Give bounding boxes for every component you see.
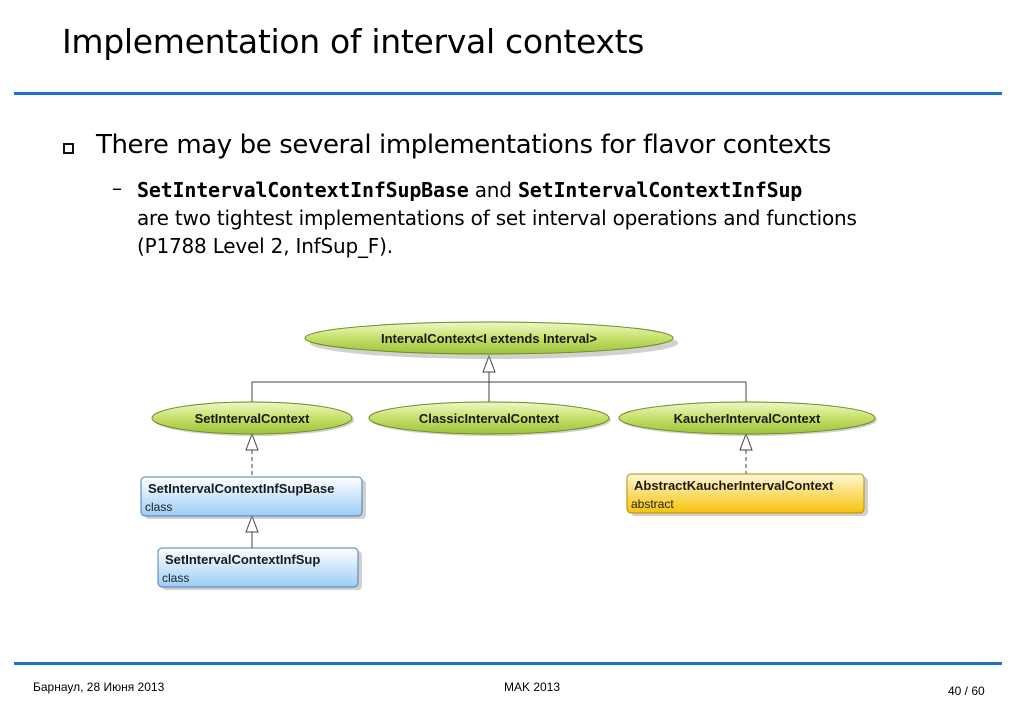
class-name-infsup: SetIntervalContextInfSup — [517, 178, 803, 202]
class-name-base: SetIntervalContextInfSupBase — [137, 178, 469, 202]
footer-page-number: 40 / 60 — [948, 684, 985, 698]
node-label-kaucher: KaucherIntervalContext — [674, 411, 821, 426]
class-kind-base: class — [145, 500, 172, 514]
sub-bullet: SetIntervalContextInfSupBase and SetInte… — [137, 176, 977, 260]
sub-text-line1: are two tightest implementations of set … — [137, 206, 857, 230]
node-interval-context: IntervalContext<I extends Interval> — [304, 321, 678, 359]
class-kind-abstract: abstract — [631, 497, 674, 511]
node-set-interval-context: SetIntervalContext — [151, 401, 354, 436]
node-classic-interval-context: ClassicIntervalContext — [368, 401, 611, 436]
realization-lines — [251, 450, 747, 477]
class-label-base: SetIntervalContextInfSupBase — [148, 481, 334, 496]
arrowhead-icons — [245, 354, 753, 533]
class-set-interval-context-infsup-base: SetIntervalContextInfSupBase class — [140, 476, 366, 519]
title-divider — [14, 92, 1002, 95]
footer-divider — [14, 662, 1002, 665]
node-label-classic: ClassicIntervalContext — [419, 411, 560, 426]
node-label-root: IntervalContext<I extends Interval> — [381, 331, 597, 346]
footer-conference: MAK 2013 — [504, 680, 561, 694]
slide-title: Implementation of interval contexts — [62, 22, 645, 61]
class-label-infsup: SetIntervalContextInfSup — [165, 552, 320, 567]
footer-location-date: Барнаул, 28 Июня 2013 — [33, 680, 165, 694]
class-label-abstract-kaucher: AbstractKaucherIntervalContext — [634, 478, 834, 493]
and-word: and — [474, 178, 512, 202]
node-label-set: SetIntervalContext — [195, 411, 311, 426]
bullet-text: There may be several implementations for… — [96, 130, 831, 160]
sub-text-line2: (P1788 Level 2, InfSup_F). — [137, 234, 393, 258]
sub-bullet-dash: – — [112, 176, 122, 200]
node-kaucher-interval-context: KaucherIntervalContext — [618, 401, 877, 436]
class-abstract-kaucher-interval-context: AbstractKaucherIntervalContext abstract — [626, 473, 868, 516]
class-kind-infsup: class — [162, 571, 189, 585]
class-set-interval-context-infsup: SetIntervalContextInfSup class — [157, 547, 362, 590]
inheritance-lines — [251, 372, 747, 402]
bullet-checkbox-icon — [63, 143, 74, 154]
